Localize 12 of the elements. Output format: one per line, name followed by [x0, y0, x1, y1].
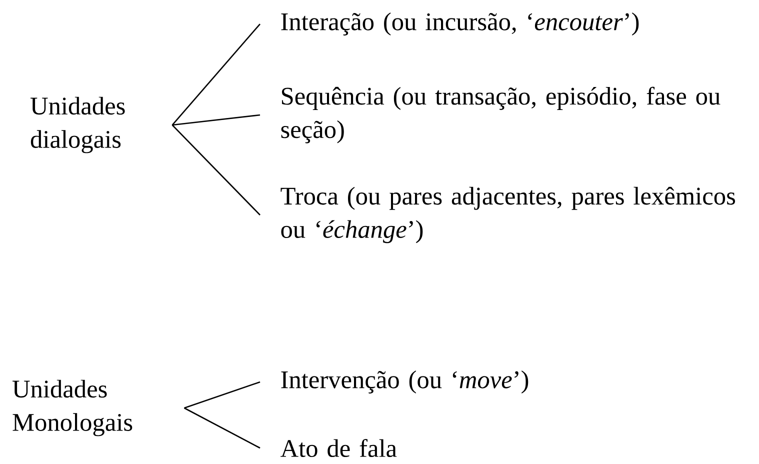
item-label: Intervenção (ou ‘move’) — [281, 370, 528, 394]
branch-line — [172, 24, 260, 126]
item-label: Ato de fala — [280, 438, 397, 458]
item-label: Sequência (ou transação, episódio, fase ou seção) — [281, 86, 720, 144]
branch-line — [172, 124, 260, 216]
branch-line — [184, 381, 260, 409]
category-label: Unidades Monologais — [12, 380, 132, 436]
branch-line — [184, 407, 260, 449]
branch-line — [172, 114, 260, 126]
item-label: Interação (ou incursão, ‘encouter’) — [281, 12, 639, 36]
item-label: Troca (ou pares adjacentes, pares lexêmicos ou ‘échange’) — [280, 186, 735, 244]
category-label: Unidades dialogais — [30, 96, 125, 154]
